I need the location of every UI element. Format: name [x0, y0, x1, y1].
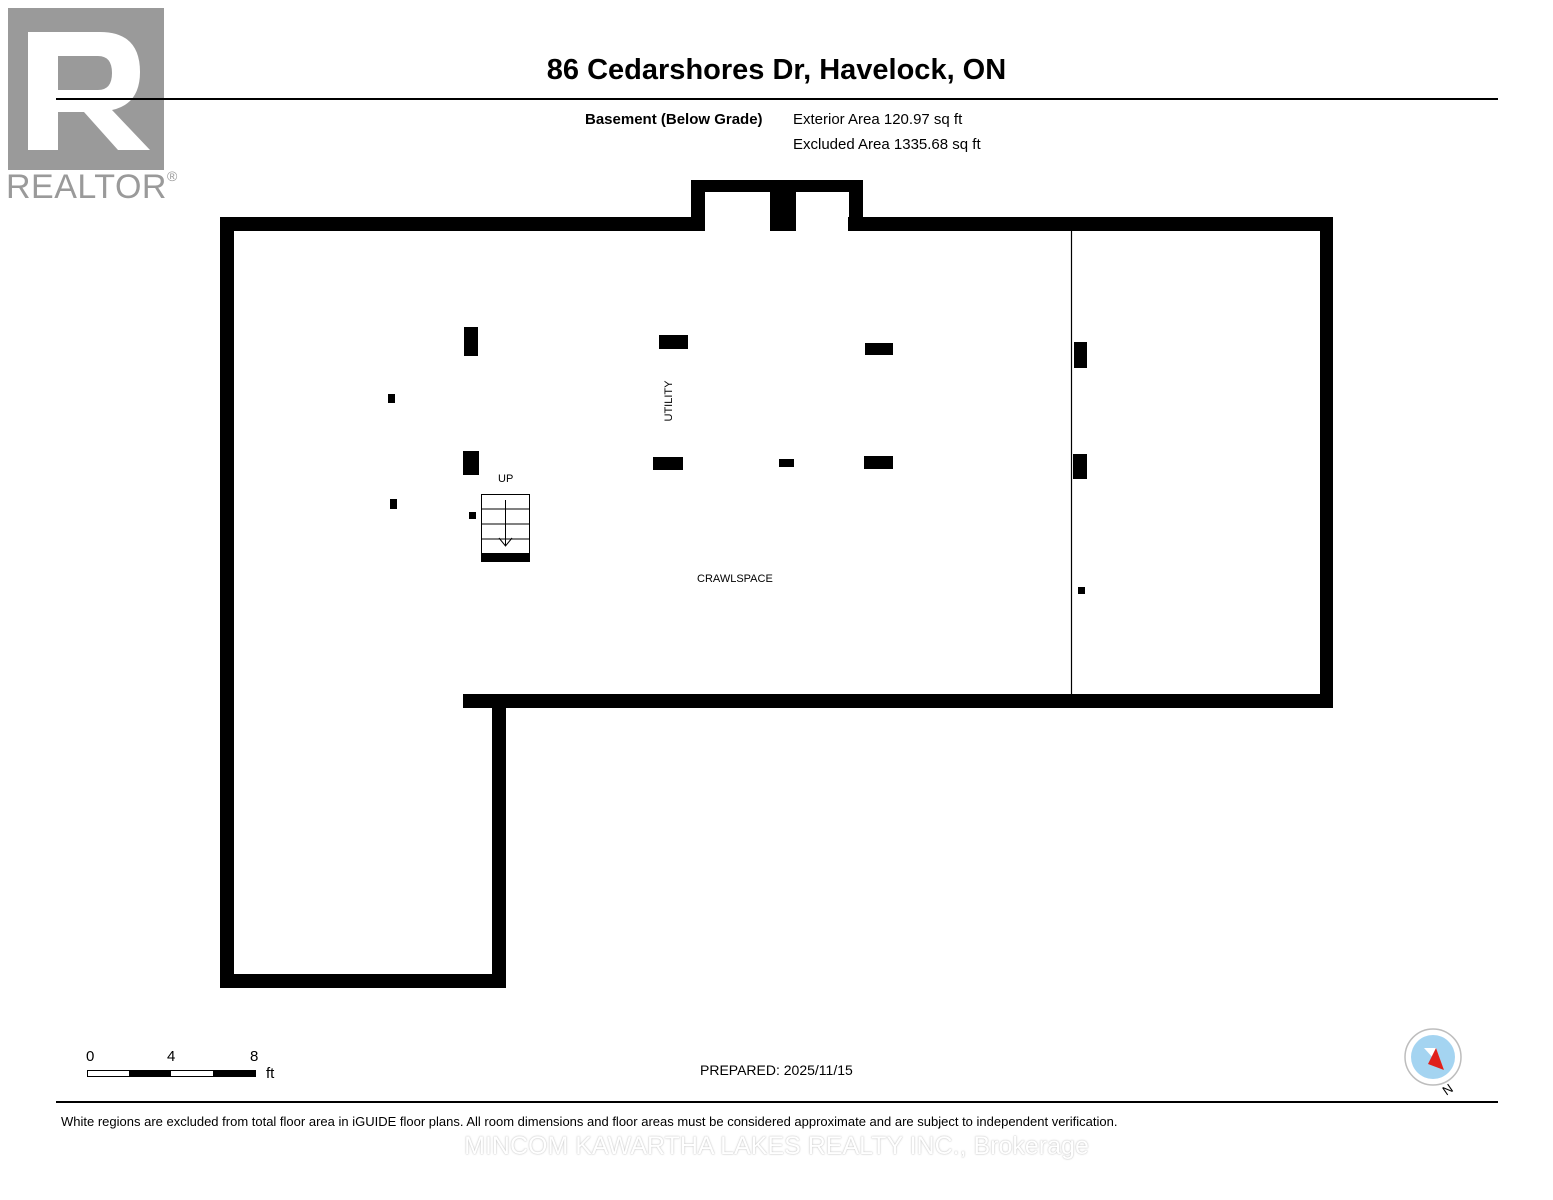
post [1074, 342, 1087, 368]
brokerage-watermark: MINCOM KAWARTHA LAKES REALTY INC., Broke… [464, 1132, 1089, 1160]
excluded-area: Excluded Area 1335.68 sq ft [793, 136, 981, 153]
wall-left [220, 217, 234, 988]
realtor-logo-icon [8, 8, 164, 170]
exterior-area: Exterior Area 120.97 sq ft [793, 111, 963, 128]
footer-rule [56, 1101, 1498, 1103]
post [469, 512, 476, 519]
post [653, 457, 683, 470]
room-label-utility: UTILITY [663, 380, 675, 422]
scale-label-0: 0 [86, 1048, 95, 1065]
bump-right [849, 180, 863, 231]
header-rule [56, 98, 1498, 100]
scale-bar [87, 1070, 256, 1077]
post [388, 394, 395, 403]
scale-unit: ft [266, 1065, 275, 1082]
post [865, 343, 893, 355]
scale-label-4: 4 [167, 1048, 176, 1065]
post [390, 499, 397, 509]
post [864, 456, 893, 469]
wall-right [1320, 217, 1333, 708]
post [1073, 454, 1087, 479]
stairs-label: UP [498, 473, 514, 485]
wall-top-right [848, 217, 1333, 231]
level-name: Basement (Below Grade) [585, 111, 763, 128]
wall-lower-right [492, 694, 506, 988]
bump-left [691, 180, 705, 231]
room-label-crawlspace: CRAWLSPACE [697, 573, 773, 585]
bump-center [770, 180, 796, 231]
prepared-date: PREPARED: 2025/11/15 [700, 1062, 853, 1078]
page-title: 86 Cedarshores Dr, Havelock, ON [546, 54, 1007, 86]
scale-label-8: 8 [250, 1048, 259, 1065]
post [464, 327, 478, 356]
stairs-icon [481, 494, 530, 554]
wall-middle-bottom [463, 694, 1333, 708]
post [659, 335, 688, 349]
post [463, 451, 479, 475]
realtor-logo-text: REALTOR® [6, 168, 178, 206]
disclaimer-text: White regions are excluded from total fl… [61, 1114, 1118, 1129]
wall-top-left [220, 217, 692, 231]
wall-bottom [220, 974, 506, 988]
compass-icon [1404, 1028, 1462, 1086]
stair-base [481, 554, 530, 562]
post [1078, 587, 1085, 594]
post [779, 459, 794, 467]
